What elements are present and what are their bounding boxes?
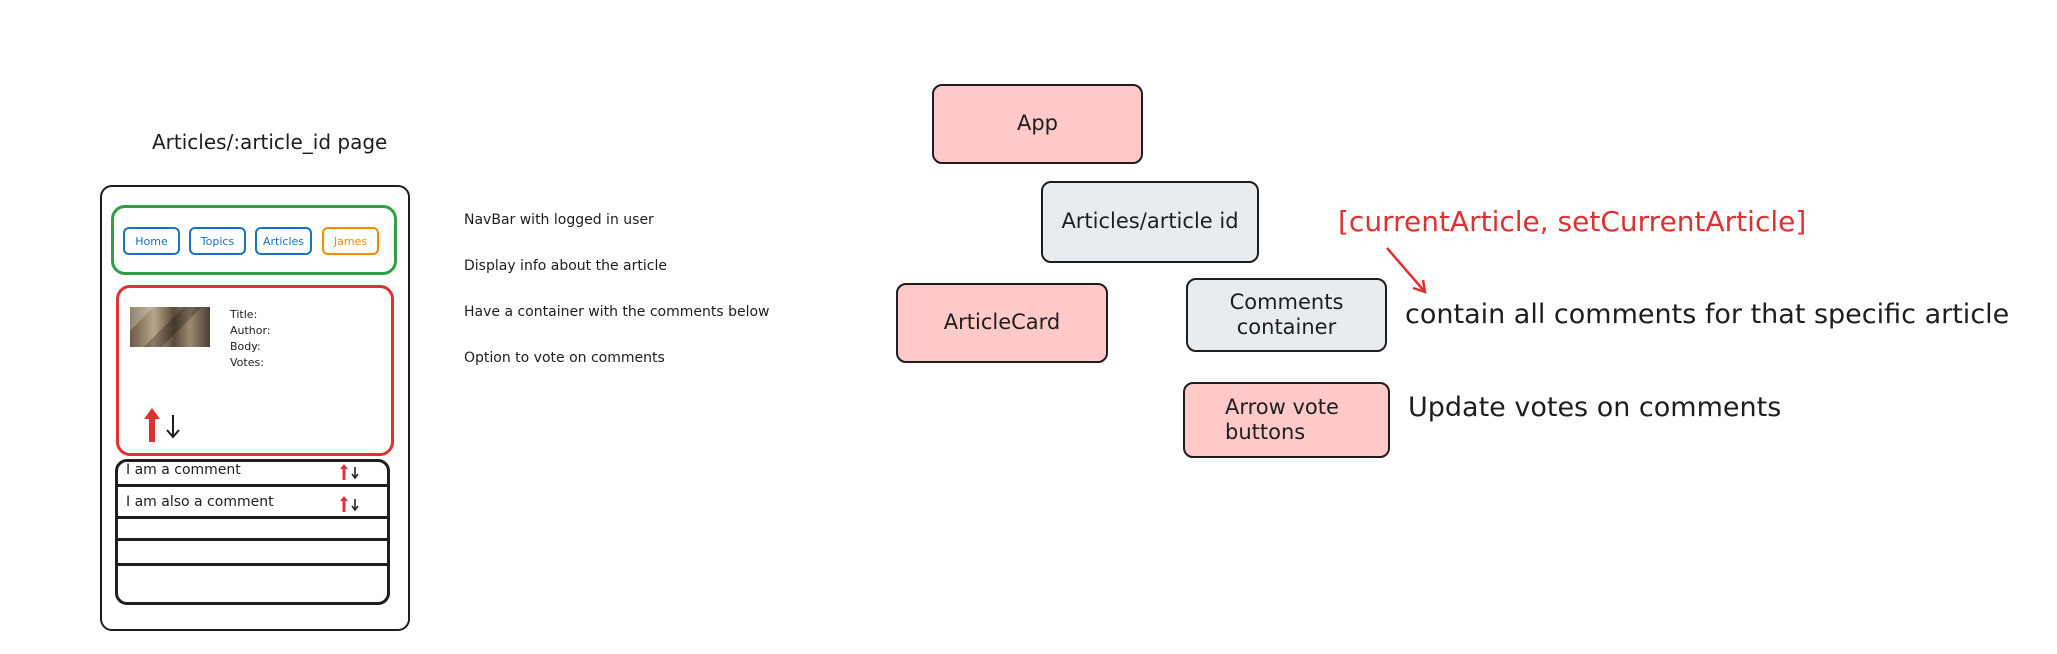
note-navbar: NavBar with logged in user bbox=[464, 212, 654, 228]
article-title-label: Title: bbox=[230, 308, 258, 321]
article-card-node: ArticleCard bbox=[896, 283, 1108, 363]
arrow-up-icon[interactable] bbox=[340, 496, 348, 512]
comments-container-note: contain all comments for that specific a… bbox=[1405, 299, 2010, 330]
nav-user-button[interactable]: James bbox=[322, 227, 379, 255]
article-author-label: Author: bbox=[230, 324, 271, 337]
comment-text: I am also a comment bbox=[126, 494, 274, 510]
arrow-up-icon[interactable] bbox=[340, 464, 348, 480]
arrow-down-icon[interactable] bbox=[351, 499, 359, 511]
note-vote-comments: Option to vote on comments bbox=[464, 350, 665, 366]
state-label: [currentArticle, setCurrentArticle] bbox=[1338, 205, 1807, 238]
comments-container-node: Comments container bbox=[1186, 278, 1387, 352]
page-mockup: Home Topics Articles James Title: Author… bbox=[100, 185, 410, 631]
nav-topics-button[interactable]: Topics bbox=[189, 227, 246, 255]
arrow-state-to-comments-icon bbox=[1386, 247, 1427, 294]
page-title: Articles/:article_id page bbox=[152, 130, 388, 154]
arrow-vote-buttons-node: Arrow vote buttons bbox=[1183, 382, 1390, 458]
articles-page-node: Articles/article id bbox=[1041, 181, 1259, 263]
article-body-label: Body: bbox=[230, 340, 261, 353]
app-node: App bbox=[932, 84, 1143, 164]
comment-text: I am a comment bbox=[126, 462, 241, 478]
arrow-down-icon[interactable] bbox=[166, 415, 180, 439]
navbar: Home Topics Articles James bbox=[111, 205, 397, 275]
note-comments-container: Have a container with the comments below bbox=[464, 304, 770, 320]
vote-buttons-note: Update votes on comments bbox=[1408, 392, 1782, 423]
comment-row-divider bbox=[118, 538, 387, 541]
comment-row-divider bbox=[118, 484, 387, 487]
note-article-info: Display info about the article bbox=[464, 258, 667, 274]
nav-home-button[interactable]: Home bbox=[123, 227, 180, 255]
arrow-down-icon[interactable] bbox=[351, 467, 359, 479]
article-votes-label: Votes: bbox=[230, 356, 264, 369]
comment-row-divider bbox=[118, 563, 387, 566]
nav-articles-button[interactable]: Articles bbox=[255, 227, 312, 255]
article-thumbnail-image bbox=[130, 307, 210, 347]
arrow-up-icon[interactable] bbox=[144, 408, 160, 442]
article-card-mock: Title: Author: Body: Votes: bbox=[116, 285, 394, 456]
comments-container-mock: I am a comment I am also a comment bbox=[115, 459, 390, 605]
comment-row-divider bbox=[118, 516, 387, 519]
